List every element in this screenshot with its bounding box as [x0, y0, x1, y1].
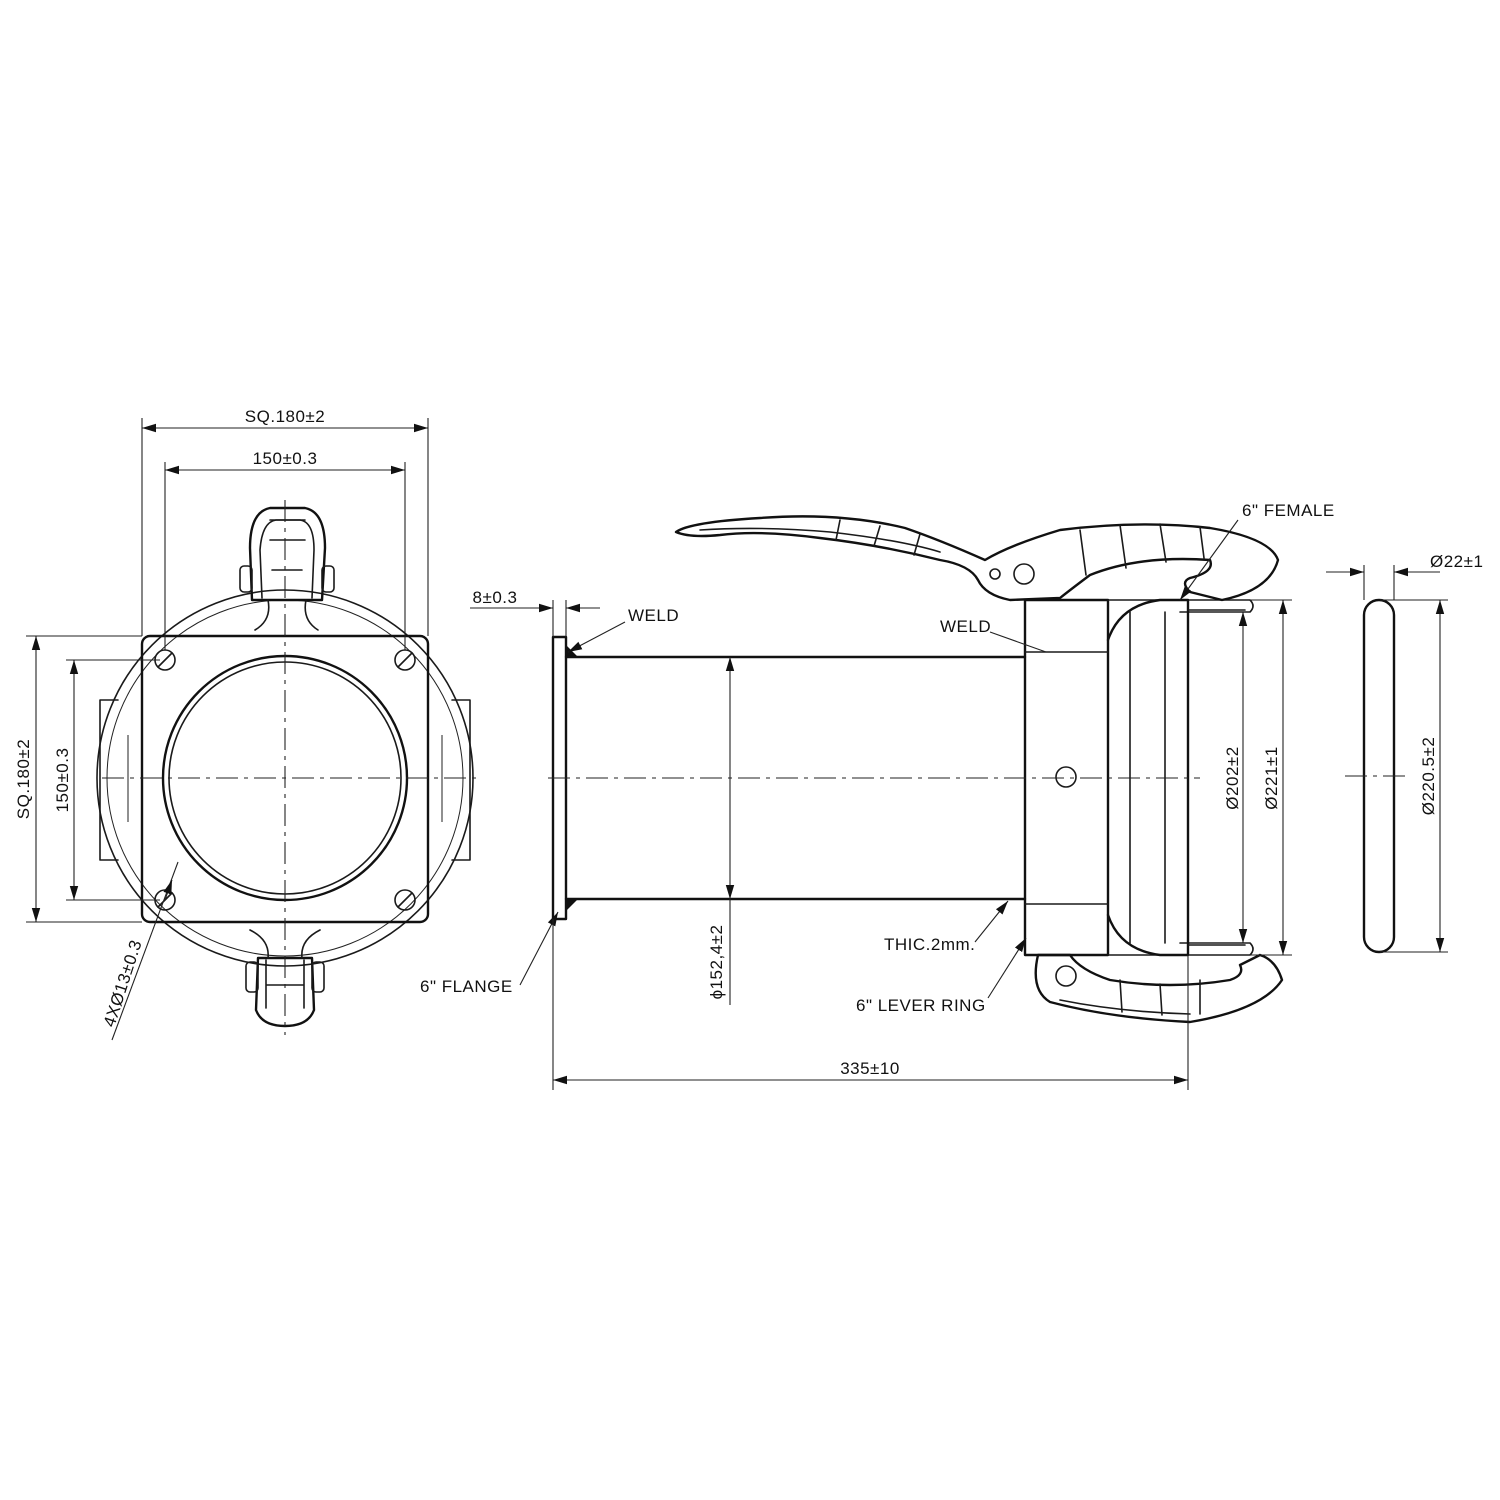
lower-lever-pivot [1055, 965, 1077, 987]
label-weld-coupling: WELD [940, 617, 991, 636]
dim-hole-spacing-width-label: 150±0.3 [253, 449, 318, 468]
dim-gasket-diameter-label: Ø220.5±2 [1419, 737, 1438, 816]
dim-hole-spacing-height-label: 150±0.3 [53, 748, 72, 813]
label-weld-flange: WELD [628, 606, 679, 625]
leader-weld-flange: WELD [567, 606, 679, 653]
label-lever-ring: 6" LEVER RING [856, 996, 986, 1015]
dim-gasket-section: Ø22±1 [1326, 552, 1483, 600]
dim-hole-spacing-width: 150±0.3 [164, 449, 406, 650]
weld-bead-bottom [566, 899, 578, 911]
dim-gasket-section-label: Ø22±1 [1430, 552, 1483, 571]
dim-square-width-label: SQ.180±2 [245, 407, 325, 426]
leader-thickness: THIC.2mm. [884, 900, 1009, 954]
dim-inner-diameter: Ø202±2 [1190, 611, 1250, 944]
lower-cam-lever [1034, 953, 1284, 1024]
leader-weld-coupling: WELD [940, 617, 1047, 653]
upper-cam-lever [674, 515, 1280, 602]
upper-lever-pivot [1013, 563, 1035, 585]
label-female: 6" FEMALE [1242, 501, 1335, 520]
dim-pipe-diameter-label: ϕ152,4±2 [707, 925, 726, 1000]
bolt-hole-bottom-right [394, 889, 416, 911]
dim-overall-length-label: 335±10 [840, 1059, 900, 1078]
dim-outer-diameter: Ø221±1 [1250, 599, 1292, 956]
dim-hole-spacing-height: 150±0.3 [53, 659, 160, 901]
label-thickness: THIC.2mm. [884, 935, 975, 954]
dim-holes-label: 4XØ13±0.3 [100, 937, 146, 1029]
weld-bead-top [566, 645, 578, 657]
ring-lug-lines [127, 735, 443, 822]
leader-female: 6" FEMALE [1179, 501, 1335, 601]
dim-flange-thickness: 8±0.3 [470, 588, 600, 637]
top-lever [239, 506, 335, 631]
leader-flange: 6" FLANGE [420, 911, 559, 996]
gasket-view: Ø22±1 Ø220.5±2 [1326, 552, 1483, 954]
ring-right-lug [451, 699, 471, 861]
dim-square-height: SQ.180±2 [14, 635, 142, 923]
dim-square-height-label: SQ.180±2 [14, 739, 33, 819]
ring-left-lug [99, 699, 119, 861]
dim-inner-diameter-label: Ø202±2 [1223, 746, 1242, 809]
coupler-cam-pin [1055, 766, 1077, 788]
front-view: SQ.180±2 150±0.3 SQ.180±2 150±0.3 4XØ13 [14, 407, 480, 1041]
dim-pipe-diameter: ϕ152,4±2 [707, 657, 735, 1005]
dim-flange-thickness-label: 8±0.3 [473, 588, 518, 607]
dim-outer-diameter-label: Ø221±1 [1262, 746, 1281, 809]
label-flange: 6" FLANGE [420, 977, 513, 996]
dim-square-width: SQ.180±2 [141, 407, 429, 636]
leader-lever-ring: 6" LEVER RING [856, 937, 1027, 1015]
dim-gasket-diameter: Ø220.5±2 [1380, 599, 1448, 953]
side-view: 8±0.3 WELD WELD 6" FEMALE 6" FLANGE ϕ152… [420, 501, 1335, 1090]
dim-holes: 4XØ13±0.3 [100, 861, 179, 1041]
dim-overall-length: 335±10 [552, 919, 1189, 1090]
